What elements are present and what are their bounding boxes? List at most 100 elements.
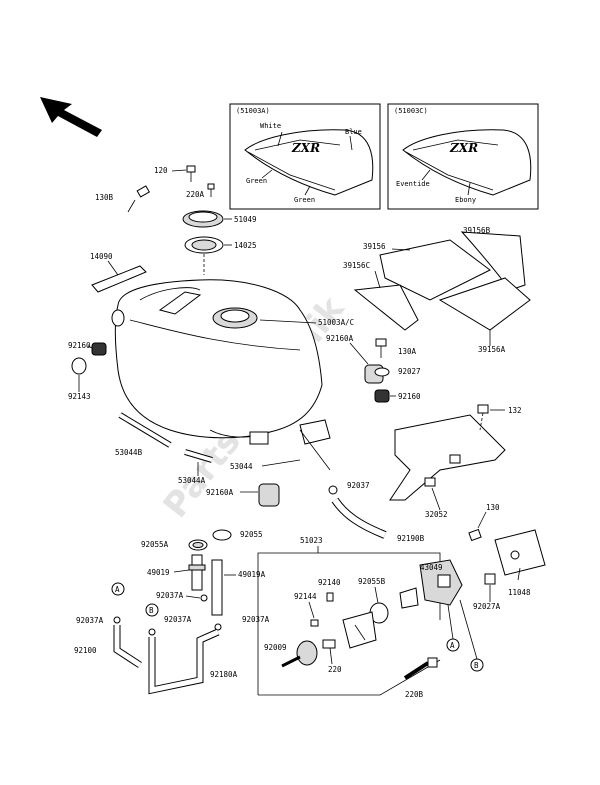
inset-right-ebony: Ebony [455, 196, 476, 204]
hose-53044b: 53044B [115, 412, 172, 457]
washer-92055: 92055 [212, 529, 263, 541]
collar-92027a: 92027A [473, 573, 501, 611]
label-43049: 43049 [420, 563, 443, 572]
label-14025: 14025 [234, 241, 257, 250]
callout-b-left: B [145, 603, 159, 617]
hose-92190b: 92190B [331, 497, 425, 543]
inset-51003c: (51003C) ZXR Eventide Ebony [387, 103, 539, 210]
label-92160-right: 92160 [398, 392, 421, 401]
label-92037a-1: 92037A [156, 591, 184, 600]
label-49019: 49019 [147, 568, 170, 577]
callout-b-right-text: B [474, 661, 479, 670]
inset-left-logo: ZXR [291, 141, 320, 155]
callout-a-right-text: A [450, 641, 455, 650]
inset-left-green2: Green [294, 196, 315, 204]
label-220b: 220B [405, 690, 424, 699]
hose-53044a: 53044A [178, 449, 213, 485]
label-92190b: 92190B [397, 534, 425, 543]
inset-51003a: (51003A) ZXR White Blue Green Green [229, 103, 381, 210]
inset-right-code: (51003C) [394, 107, 428, 115]
label-92140: 92140 [318, 578, 341, 587]
label-92055: 92055 [240, 530, 263, 539]
inset-left-white: White [260, 122, 281, 130]
label-92180a: 92180A [210, 670, 238, 679]
bracket-11048: 11048 [494, 529, 546, 597]
inset-left-green1: Green [246, 177, 267, 185]
label-92160-left: 92160 [68, 341, 91, 350]
pad-39156c: 39156C [343, 261, 419, 331]
label-51003ac: 51003A/C [318, 318, 354, 327]
label-120: 120 [154, 166, 168, 175]
label-92160a-upper: 92160A [326, 334, 354, 343]
inset-right-eventide: Eventide [396, 180, 430, 188]
label-92027a: 92027A [473, 602, 501, 611]
label-14090: 14090 [90, 252, 113, 261]
grommet-92160-right: 92160 [374, 389, 421, 403]
label-32052: 32052 [425, 510, 448, 519]
callout-a-left: A [111, 582, 125, 596]
label-92144: 92144 [294, 592, 317, 601]
label-92055b: 92055B [358, 577, 386, 586]
inset-left-blue: Blue [345, 128, 362, 136]
label-11048: 11048 [508, 588, 531, 597]
callout-a-right: A [446, 604, 460, 652]
fuel-tank: 51003A/C [111, 279, 354, 445]
label-39156b: 39156B [463, 226, 491, 235]
hose-92180a: 92180A [148, 628, 238, 695]
pipe-49019: 49019 [147, 554, 206, 591]
label-132: 132 [508, 406, 522, 415]
bracket-32052: 32052 [389, 414, 506, 519]
damper-92160a: 92160A [326, 334, 384, 384]
bolt-220b: 220B [403, 657, 438, 699]
pad-39156a: 39156A [438, 277, 531, 354]
fuel-cock-assembly-51023: 51023 43049 92055B 92140 92144 92009 220 [257, 536, 463, 696]
clamp-92037: 92037 [328, 481, 370, 495]
clamps-92037a: 92037A 92037A 92037A 92037A [76, 591, 270, 636]
bolt-132: 132 [477, 404, 522, 431]
label-92037a-2: 92037A [76, 616, 104, 625]
label-92027: 92027 [398, 367, 421, 376]
label-51023: 51023 [300, 536, 323, 545]
pipe-49019a: 49019A [211, 559, 266, 616]
callout-a-left-text: A [115, 585, 120, 594]
collar-92027: 92027 [374, 367, 421, 377]
label-53044: 53044 [230, 462, 253, 471]
grommet-92143: 92143 [68, 357, 91, 401]
bolt-130: 130 [468, 503, 500, 542]
filler-cap-group: 120 220A 130B 51049 14025 [95, 165, 257, 275]
label-220a: 220A [186, 190, 205, 199]
label-39156: 39156 [363, 242, 386, 251]
label-130: 130 [486, 503, 500, 512]
hose-92100: 92100 [74, 625, 142, 668]
washer-92055a: 92055A [141, 539, 208, 551]
label-92037: 92037 [347, 481, 370, 490]
front-direction-arrow-icon [40, 97, 102, 137]
callout-b-left-text: B [149, 606, 154, 615]
label-130a: 130A [398, 347, 417, 356]
label-92055a: 92055A [141, 540, 169, 549]
label-92100: 92100 [74, 646, 97, 655]
label-220: 220 [328, 665, 342, 674]
pad-39156b: 39156B [460, 226, 526, 291]
label-53044a: 53044A [178, 476, 206, 485]
label-92037a-3: 92037A [164, 615, 192, 624]
label-53044b: 53044B [115, 448, 143, 457]
label-39156c: 39156C [343, 261, 370, 270]
label-92009: 92009 [264, 643, 287, 652]
bolt-130a: 130A [375, 338, 417, 358]
pad-39156: 39156 [363, 239, 491, 301]
part-14090: 14090 [90, 252, 147, 293]
damper-92160a-lower: 92160A [206, 483, 280, 507]
inset-left-code: (51003A) [236, 107, 270, 115]
label-92037a-4: 92037A [242, 615, 270, 624]
hose-53044: 53044 [230, 429, 331, 471]
inset-right-logo: ZXR [449, 141, 478, 155]
callout-b-right: B [459, 599, 484, 672]
label-39156a: 39156A [478, 345, 506, 354]
label-92160a-lower: 92160A [206, 488, 234, 497]
label-92143: 92143 [68, 392, 91, 401]
label-49019a: 49019A [238, 570, 266, 579]
label-130b: 130B [95, 193, 114, 202]
